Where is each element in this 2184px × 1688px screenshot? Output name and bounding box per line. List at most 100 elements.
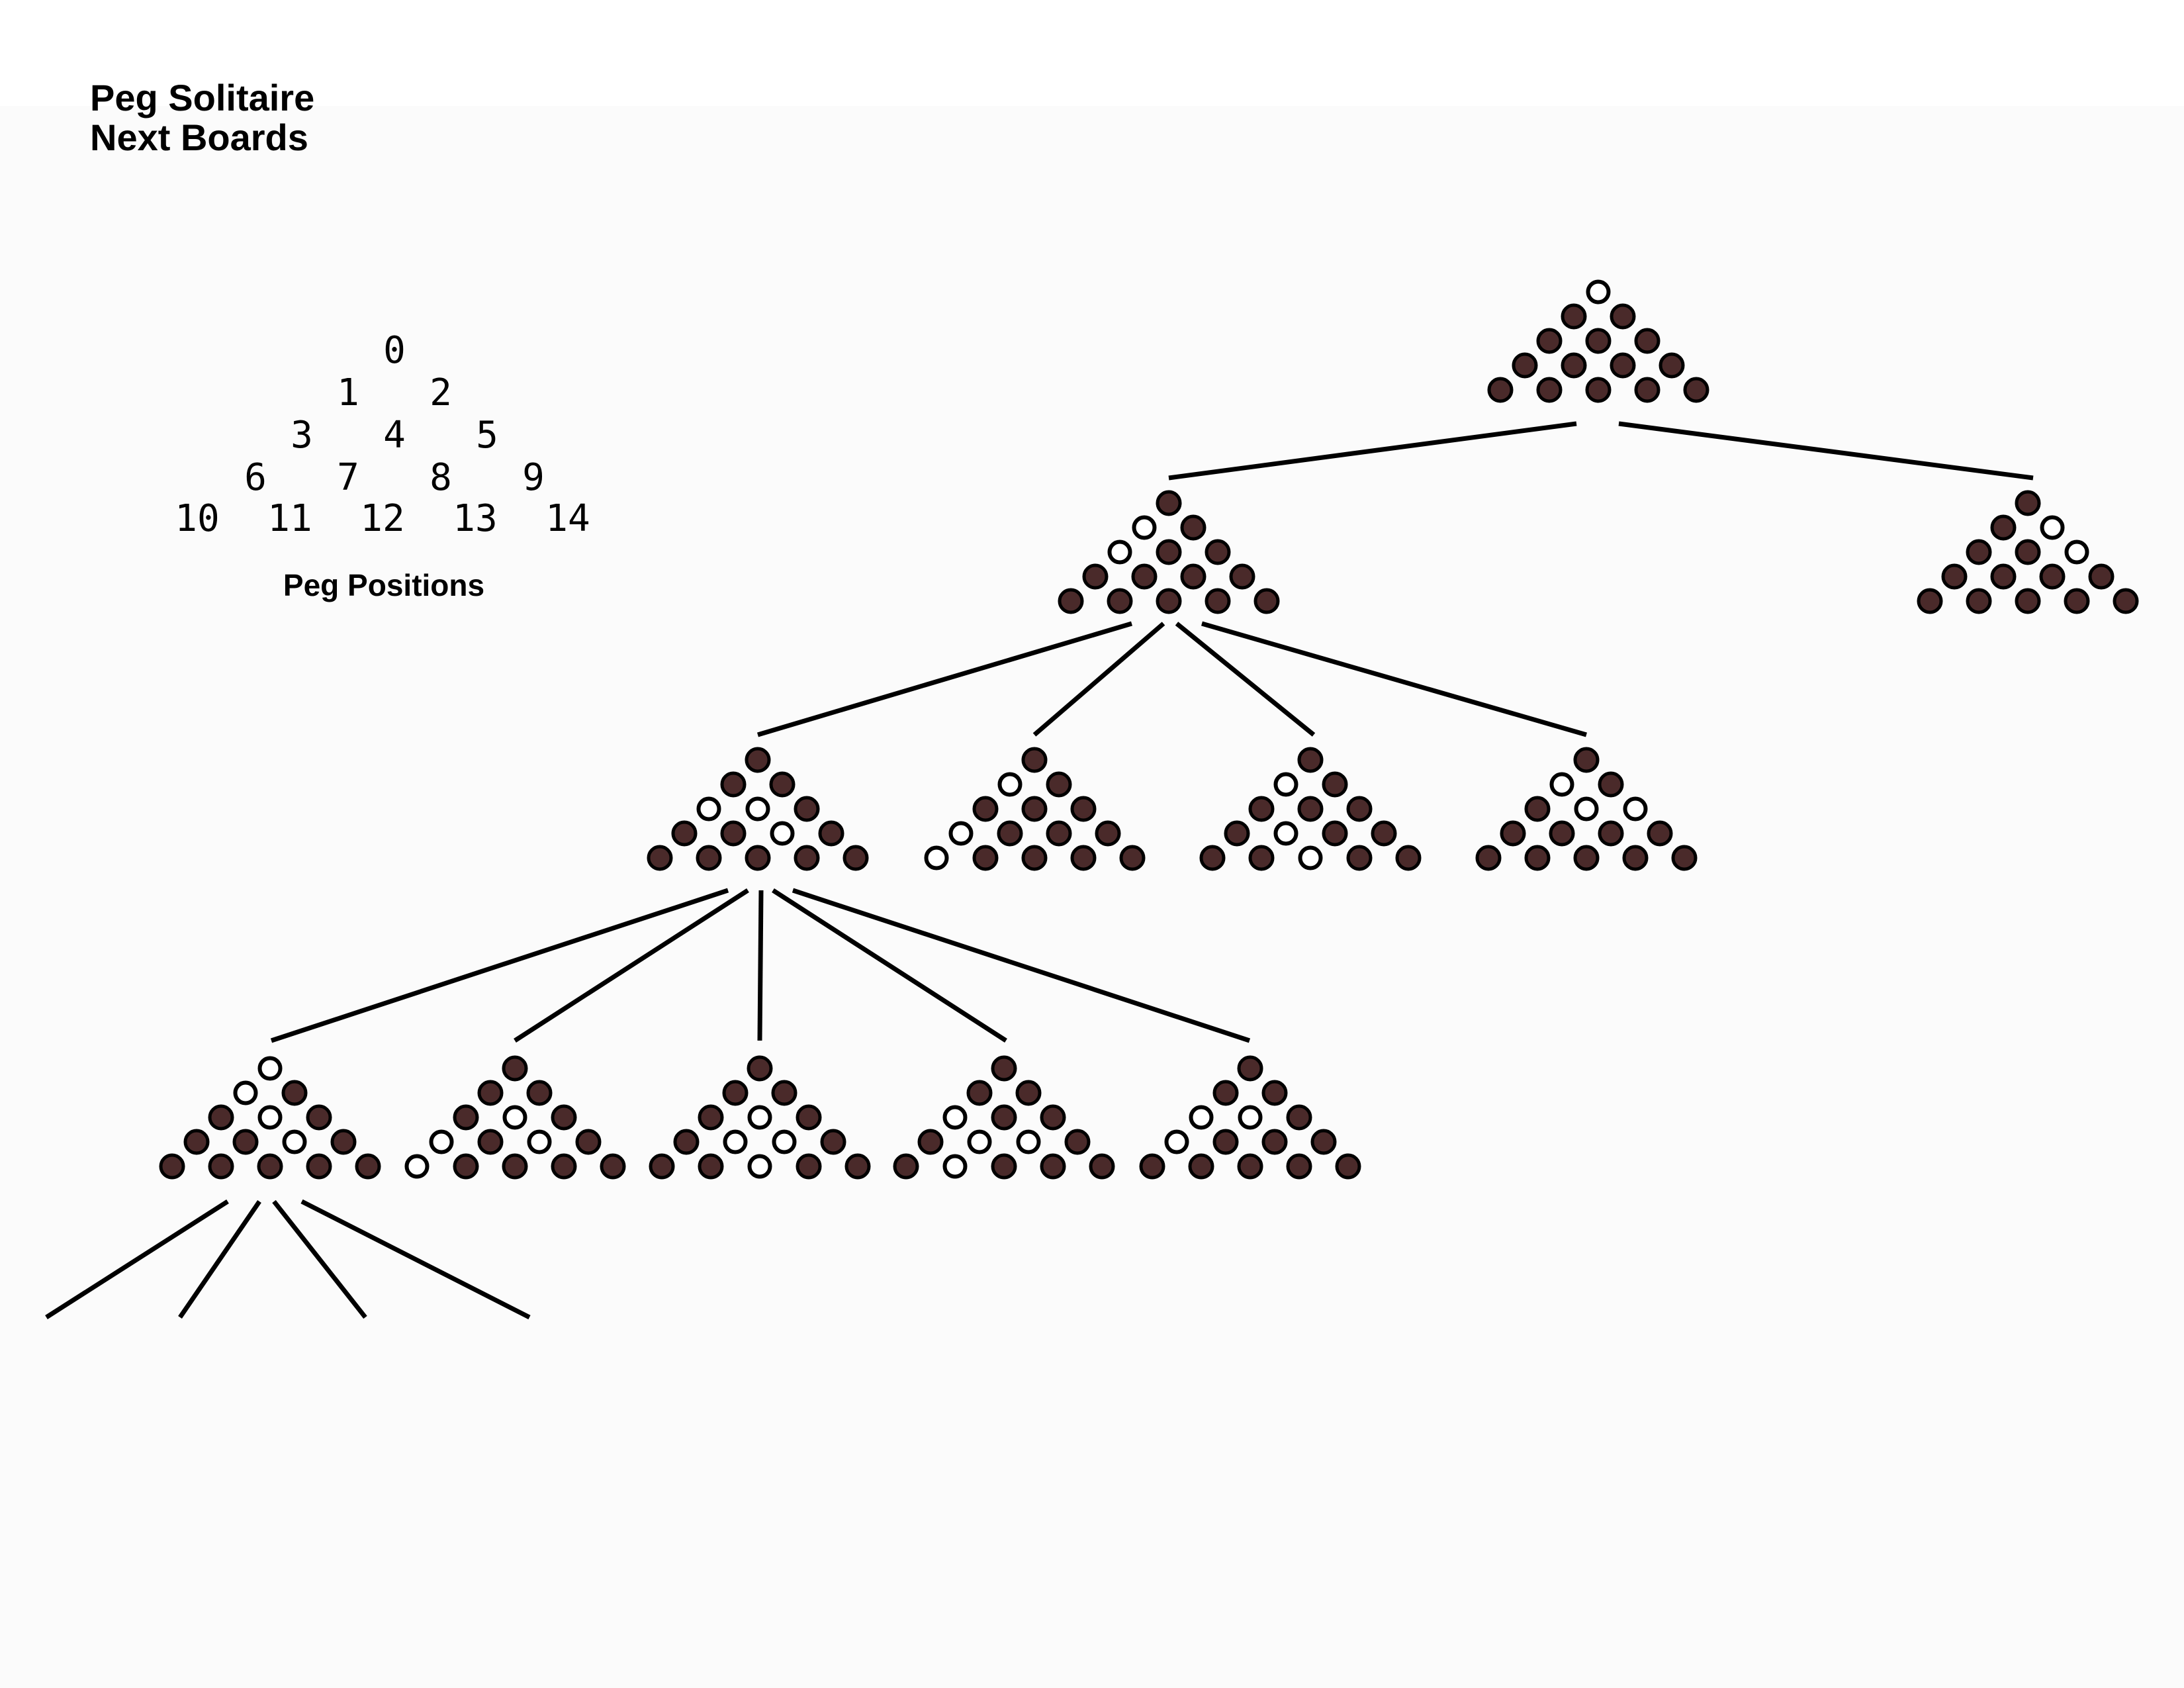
peg — [575, 1129, 602, 1155]
empty-hole — [1623, 796, 1648, 821]
peg — [794, 845, 820, 871]
peg — [1671, 845, 1698, 871]
peg — [1475, 845, 1502, 871]
peg — [1205, 588, 1231, 614]
peg — [1487, 377, 1514, 403]
tree-edge — [772, 888, 1007, 1043]
peg — [1131, 563, 1158, 590]
peg — [1224, 820, 1250, 847]
peg — [1585, 328, 1612, 354]
open-branch-edge — [300, 1199, 531, 1320]
peg — [1990, 514, 2017, 541]
empty-hole — [696, 796, 721, 821]
peg — [551, 1104, 577, 1131]
board-level2-c — [1199, 747, 1422, 871]
peg — [722, 1080, 749, 1106]
board-level1-b — [1917, 490, 2139, 614]
peg — [1585, 377, 1612, 403]
peg — [673, 1129, 700, 1155]
peg — [477, 1129, 504, 1155]
board-level2-b — [924, 747, 1146, 871]
board-level3-a — [159, 1056, 381, 1180]
peg — [1524, 845, 1551, 871]
peg — [844, 1153, 871, 1180]
tree-edge — [1175, 622, 1316, 737]
peg — [1064, 1129, 1091, 1155]
peg — [281, 1080, 308, 1106]
empty-hole — [747, 1154, 772, 1179]
empty-hole — [404, 1154, 430, 1179]
peg — [1237, 1055, 1263, 1082]
peg — [1990, 563, 2017, 590]
peg — [647, 845, 673, 871]
tree-edges — [45, 421, 2034, 1320]
empty-hole — [1238, 1105, 1263, 1130]
peg — [551, 1153, 577, 1180]
peg — [796, 1104, 822, 1131]
peg — [208, 1104, 234, 1131]
empty-hole — [2040, 515, 2065, 540]
peg — [1941, 563, 1968, 590]
open-branch-edge — [45, 1199, 229, 1319]
peg — [747, 1055, 773, 1082]
peg — [1310, 1129, 1337, 1155]
empty-hole — [1574, 796, 1599, 821]
peg — [1248, 845, 1275, 871]
peg — [991, 1153, 1017, 1180]
peg — [1156, 539, 1182, 565]
peg — [720, 771, 747, 798]
peg — [1610, 303, 1636, 330]
peg — [2088, 563, 2115, 590]
peg — [1561, 352, 1587, 379]
peg — [1139, 1153, 1165, 1180]
peg — [842, 845, 869, 871]
empty-hole — [429, 1129, 454, 1154]
peg — [600, 1153, 626, 1180]
peg — [208, 1153, 234, 1180]
peg — [1536, 377, 1563, 403]
peg — [330, 1129, 357, 1155]
peg — [1598, 820, 1624, 847]
peg — [232, 1129, 259, 1155]
peg — [771, 1080, 797, 1106]
peg — [453, 1153, 479, 1180]
open-branch-edge — [178, 1200, 261, 1319]
peg — [1040, 1153, 1066, 1180]
tree-edge — [757, 621, 1132, 737]
empty-hole — [1189, 1105, 1214, 1130]
empty-hole — [772, 1129, 797, 1154]
peg — [649, 1153, 675, 1180]
empty-hole — [967, 1129, 992, 1154]
empty-hole — [723, 1129, 748, 1154]
peg — [1229, 563, 1255, 590]
peg — [917, 1129, 944, 1155]
peg — [745, 747, 771, 773]
empty-hole — [1273, 772, 1298, 797]
peg — [1015, 1080, 1042, 1106]
peg — [1524, 796, 1551, 822]
empty-hole — [770, 821, 795, 846]
peg — [2015, 588, 2041, 614]
peg — [1212, 1080, 1239, 1106]
peg — [1286, 1104, 1312, 1131]
tree-edge — [270, 888, 729, 1043]
empty-hole — [1586, 279, 1611, 305]
peg — [1322, 771, 1348, 798]
peg — [698, 1104, 724, 1131]
peg — [2064, 588, 2090, 614]
peg — [1058, 588, 1084, 614]
peg — [1082, 563, 1109, 590]
peg — [1199, 845, 1226, 871]
empty-hole — [502, 1105, 527, 1130]
peg — [1119, 845, 1146, 871]
tree-edge — [1168, 421, 1577, 481]
peg — [306, 1153, 332, 1180]
empty-hole — [948, 821, 974, 846]
peg — [796, 1153, 822, 1180]
peg — [355, 1153, 381, 1180]
empty-hole — [997, 772, 1023, 797]
peg — [1622, 845, 1649, 871]
peg — [526, 1080, 553, 1106]
peg — [1395, 845, 1422, 871]
board-level3-c — [649, 1055, 871, 1180]
